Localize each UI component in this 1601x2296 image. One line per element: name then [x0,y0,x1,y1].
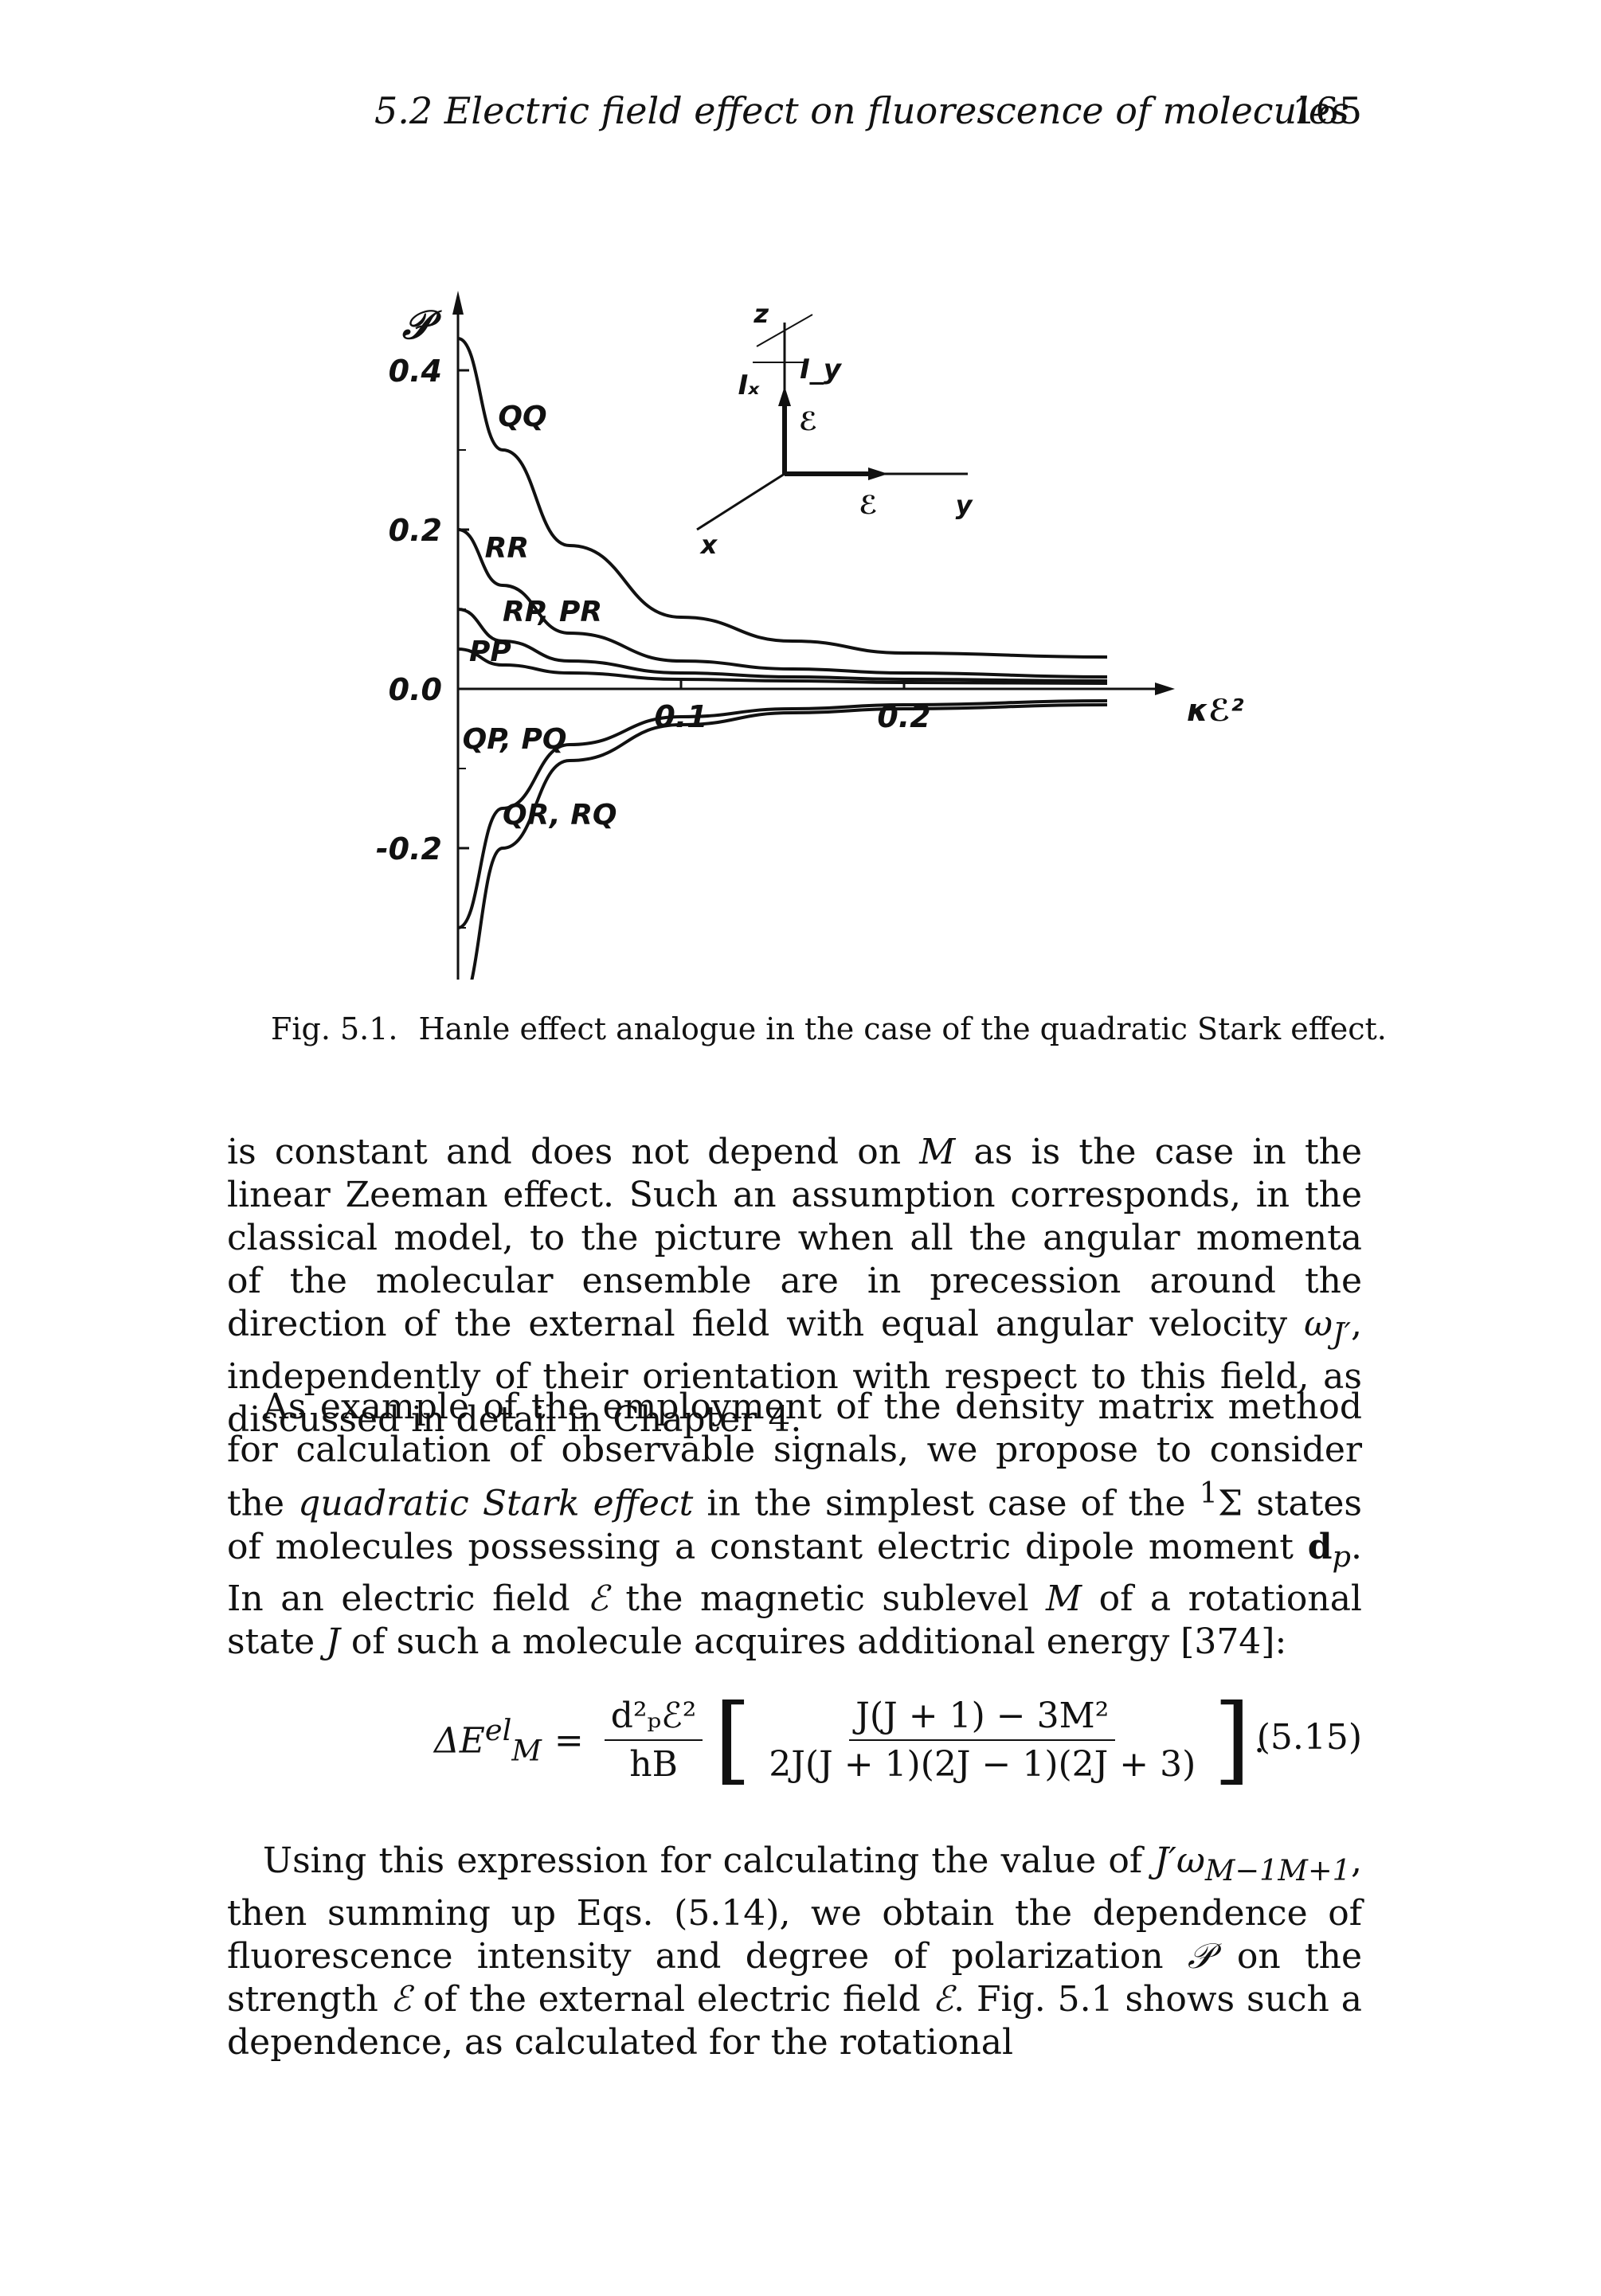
symbol-d: d [1307,1526,1333,1567]
paragraph-2: As example of the employment of the dens… [227,1386,1362,1664]
eq-frac2-num: J(J + 1) − 3M² [849,1696,1116,1741]
curve-label-pp: PP [469,636,511,668]
x-axis-label: κℰ² [1187,693,1244,728]
y-tick-label: 0.4 [389,354,442,389]
paragraph-1: is constant and does not depend on M as … [227,1131,1362,1441]
y-axis-symbol: 𝒫 [402,302,442,348]
eq-frac1-num: d²ₚℰ² [604,1696,703,1741]
equation-body: ΔEelM = d²ₚℰ² hB [ J(J + 1) − 3M² 2J(J +… [434,1680,1265,1800]
inset-label-e-vec: ℰ [799,406,817,436]
text-run: is constant and does not depend on [227,1132,920,1172]
eq-equals: = [554,1719,584,1761]
inset-label-z: z [753,299,769,329]
paragraph-3: Using this expression for calculating th… [227,1840,1362,2064]
curve-pp [457,647,1108,685]
y-axis-arrow [452,291,464,315]
emphasis-quadratic-stark: quadratic Stark effect [298,1483,694,1524]
inset-e-arrow [868,467,888,480]
eq-frac2-den: 2J(J + 1)(2J − 1)(2J + 3) [769,1744,1196,1785]
equation-number: (5.15) [1256,1717,1362,1758]
symbol-field: ℰ [587,1578,609,1620]
superscript-1: 1 [1199,1476,1218,1510]
text-run: . Fig. 5.1 shows such a dependence, as c… [227,1978,1362,2063]
page-number: 165 [1292,89,1362,132]
inset-label-y: y [956,490,973,520]
symbol-j-omega: J′ω [1154,1840,1205,1881]
text-run: as is the case in the linear Zeeman effe… [227,1132,1363,1344]
curve-qr-rq [457,703,1108,1009]
plot-curves [457,337,1108,1009]
eq-fraction-2: J(J + 1) − 3M² 2J(J + 1)(2J − 1)(2J + 3) [762,1696,1202,1785]
curve-rr [457,528,1108,679]
text-run: , independently of their orientation wit… [227,1304,1362,1440]
curve-qq [457,337,1108,659]
text-run: Using this expression for calculating th… [263,1840,1155,1881]
eq-lhs-sub: M [511,1733,542,1768]
caption-label: Fig. 5.1. [271,1011,398,1046]
x-axis-arrow [1155,683,1175,695]
text-run: states of molecules possessing a constan… [227,1483,1363,1567]
subscript-j: J′ [1332,1316,1351,1351]
text-run: of the external electric field [411,1978,933,2020]
y-tick-label: 0.0 [389,672,442,707]
text-run: of such a molecule acquires additional e… [339,1621,1287,1663]
subscript-p: p [1332,1539,1351,1574]
curve-rp-pr [457,608,1108,683]
eq-fraction-1: d²ₚℰ² hB [604,1696,703,1785]
eq-frac1-den: hB [629,1744,678,1785]
inset-label-e-axis: ℰ [859,490,877,520]
eq-lhs-sup: el [484,1712,512,1747]
y-tick-label: 0.2 [389,513,442,548]
curve-label-qp_pq: QP, PQ [463,723,567,756]
running-head: 5.2 Electric field effect on fluorescenc… [374,89,1349,132]
inset-label-x: x [699,530,718,560]
curve-label-rr: RR [485,532,529,565]
text-run: the magnetic sublevel [608,1578,1047,1620]
text-run: , then summing up Eqs. (5.14), we obtain… [227,1840,1362,1977]
subscript-m: M−1M+1 [1204,1852,1351,1887]
symbol-field: ℰ [389,1978,412,2020]
symbol-P: 𝒫 [1187,1935,1213,1977]
caption-text: Hanle effect analogue in the case of the… [418,1011,1387,1046]
equation-5-15: ΔEelM = d²ₚℰ² hB [ J(J + 1) − 3M² 2J(J +… [227,1680,1362,1800]
eq-lhs: ΔE [434,1720,485,1762]
symbol-J: J [326,1621,340,1663]
inset-plane-line [756,314,813,347]
eq-dot: . [1254,1719,1266,1761]
curve-label-qr_rq: QR, RQ [503,799,617,831]
symbol-omega: ω [1304,1304,1333,1344]
symbol-M: M [919,1132,956,1172]
page-header: 5.2 Electric field effect on fluorescenc… [374,89,1362,145]
eq-bracket-right: ] [1213,1684,1251,1795]
symbol-field: ℰ [932,1978,954,2020]
curve-label-qq: QQ [498,401,546,433]
text-run: As example of the employment of the dens… [227,1387,1362,1524]
eq-bracket-left: [ [714,1684,752,1795]
symbol-sigma: Σ [1218,1483,1243,1524]
y-tick-label: -0.2 [376,831,442,866]
curve-qp-pq [457,699,1108,929]
text-run: in the simplest case of the [693,1483,1200,1524]
inset-label-iy: I_y [800,354,843,385]
symbol-M: M [1046,1578,1082,1620]
text-run: . In an electric field [227,1526,1362,1620]
text-run: on the strength [227,1935,1362,2020]
curve-label-rp_pr: RP, PR [503,596,602,628]
inset-label-ix: Iₓ [738,370,761,401]
text-run: of a rotational state [227,1578,1362,1663]
inset-x-axis [696,472,785,531]
inset-field-arrow [778,386,791,406]
x-tick-label: 0.2 [877,699,930,734]
x-tick-label: 0.1 [654,699,707,734]
figure-caption: Fig. 5.1. Hanle effect analogue in the ca… [271,1011,1387,1046]
plot-axes [452,291,1175,1023]
